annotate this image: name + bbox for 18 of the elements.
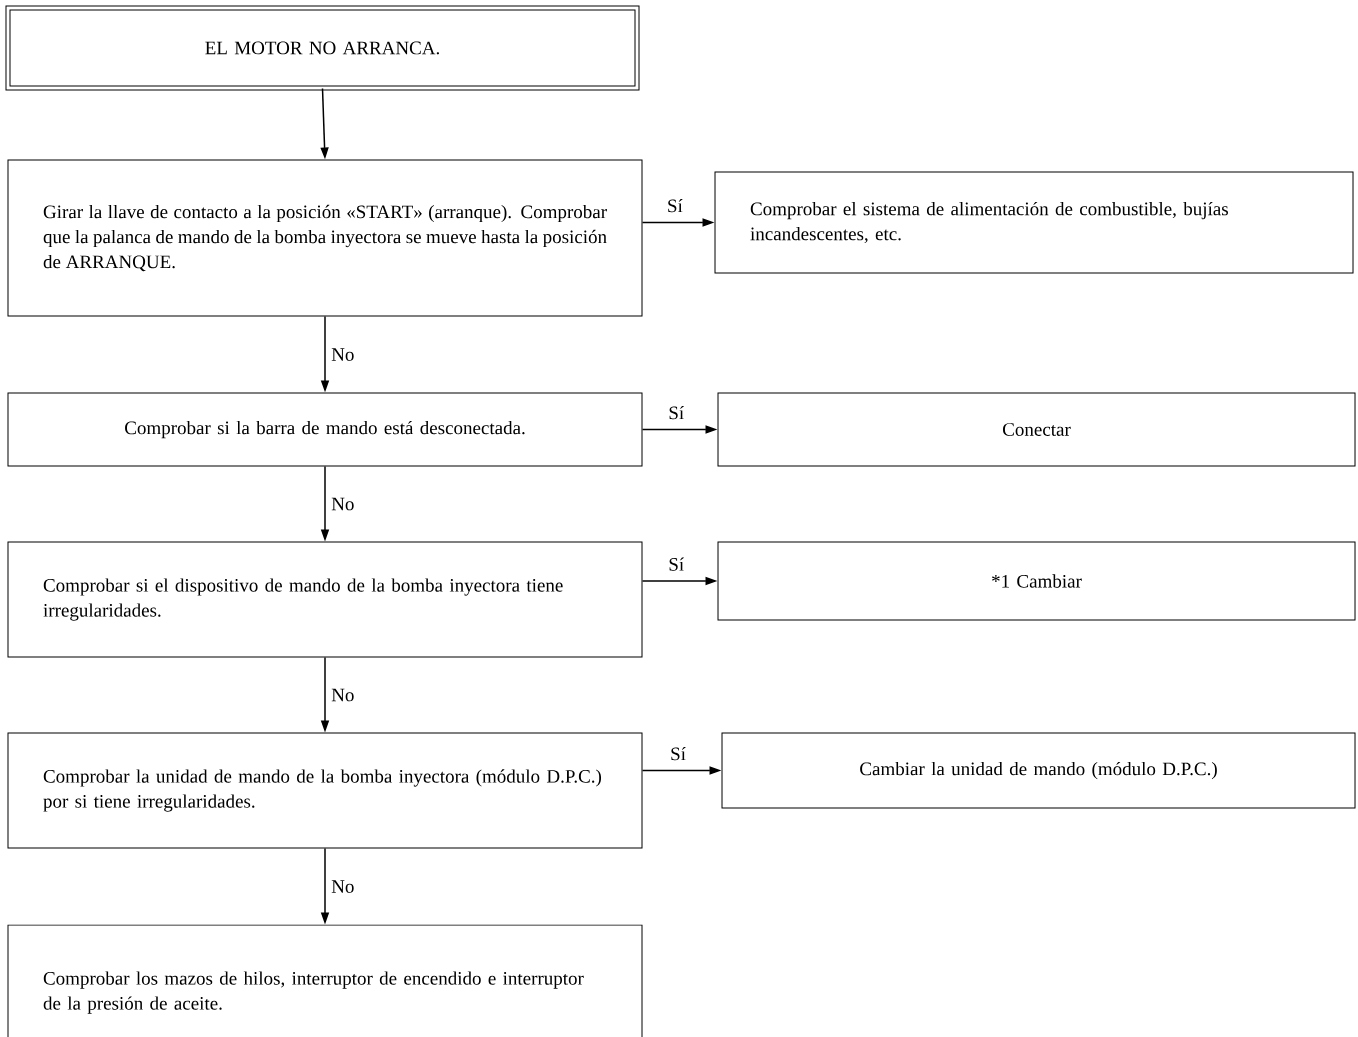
edge-label: Sí (665, 196, 685, 215)
edge-label: Sí (668, 744, 688, 763)
process-box: Conectar (717, 392, 1356, 467)
process-box: Comprobar los mazos de hilos, interruptor de encendido e interruptor de la presión de aceite. (7, 924, 643, 1037)
edge-label: No (329, 686, 357, 704)
edge-label: No (329, 495, 357, 513)
edge-label: Sí (666, 555, 687, 573)
process-box: Comprobar si la barra de mando está desconectada. (7, 392, 643, 467)
process-box: Comprobar el sistema de alimentación de combustible, bujías incandescentes, etc. (714, 171, 1354, 274)
process-box: Girar la llave de contacto a la posición «START» (arranque). Comprobar que la palanca de mando de la bomba inyectora se mueve hasta la posición de ARRANQUE. (7, 159, 643, 317)
edge-label: No (329, 878, 357, 895)
process-box: Cambiar la unidad de mando (módulo D.P.C.) (721, 732, 1356, 809)
title-box: EL MOTOR NO ARRANCA. (5, 5, 640, 91)
edge-label: No (329, 346, 357, 363)
edge-label: Sí (666, 403, 687, 422)
process-box: *1 Cambiar (717, 541, 1356, 621)
process-box: Comprobar si el dispositivo de mando de la bomba inyectora tiene irregularidades. (7, 541, 643, 658)
process-box: Comprobar la unidad de mando de la bomba inyectora (módulo D.P.C.) por si tiene irregularidades. (7, 732, 643, 849)
